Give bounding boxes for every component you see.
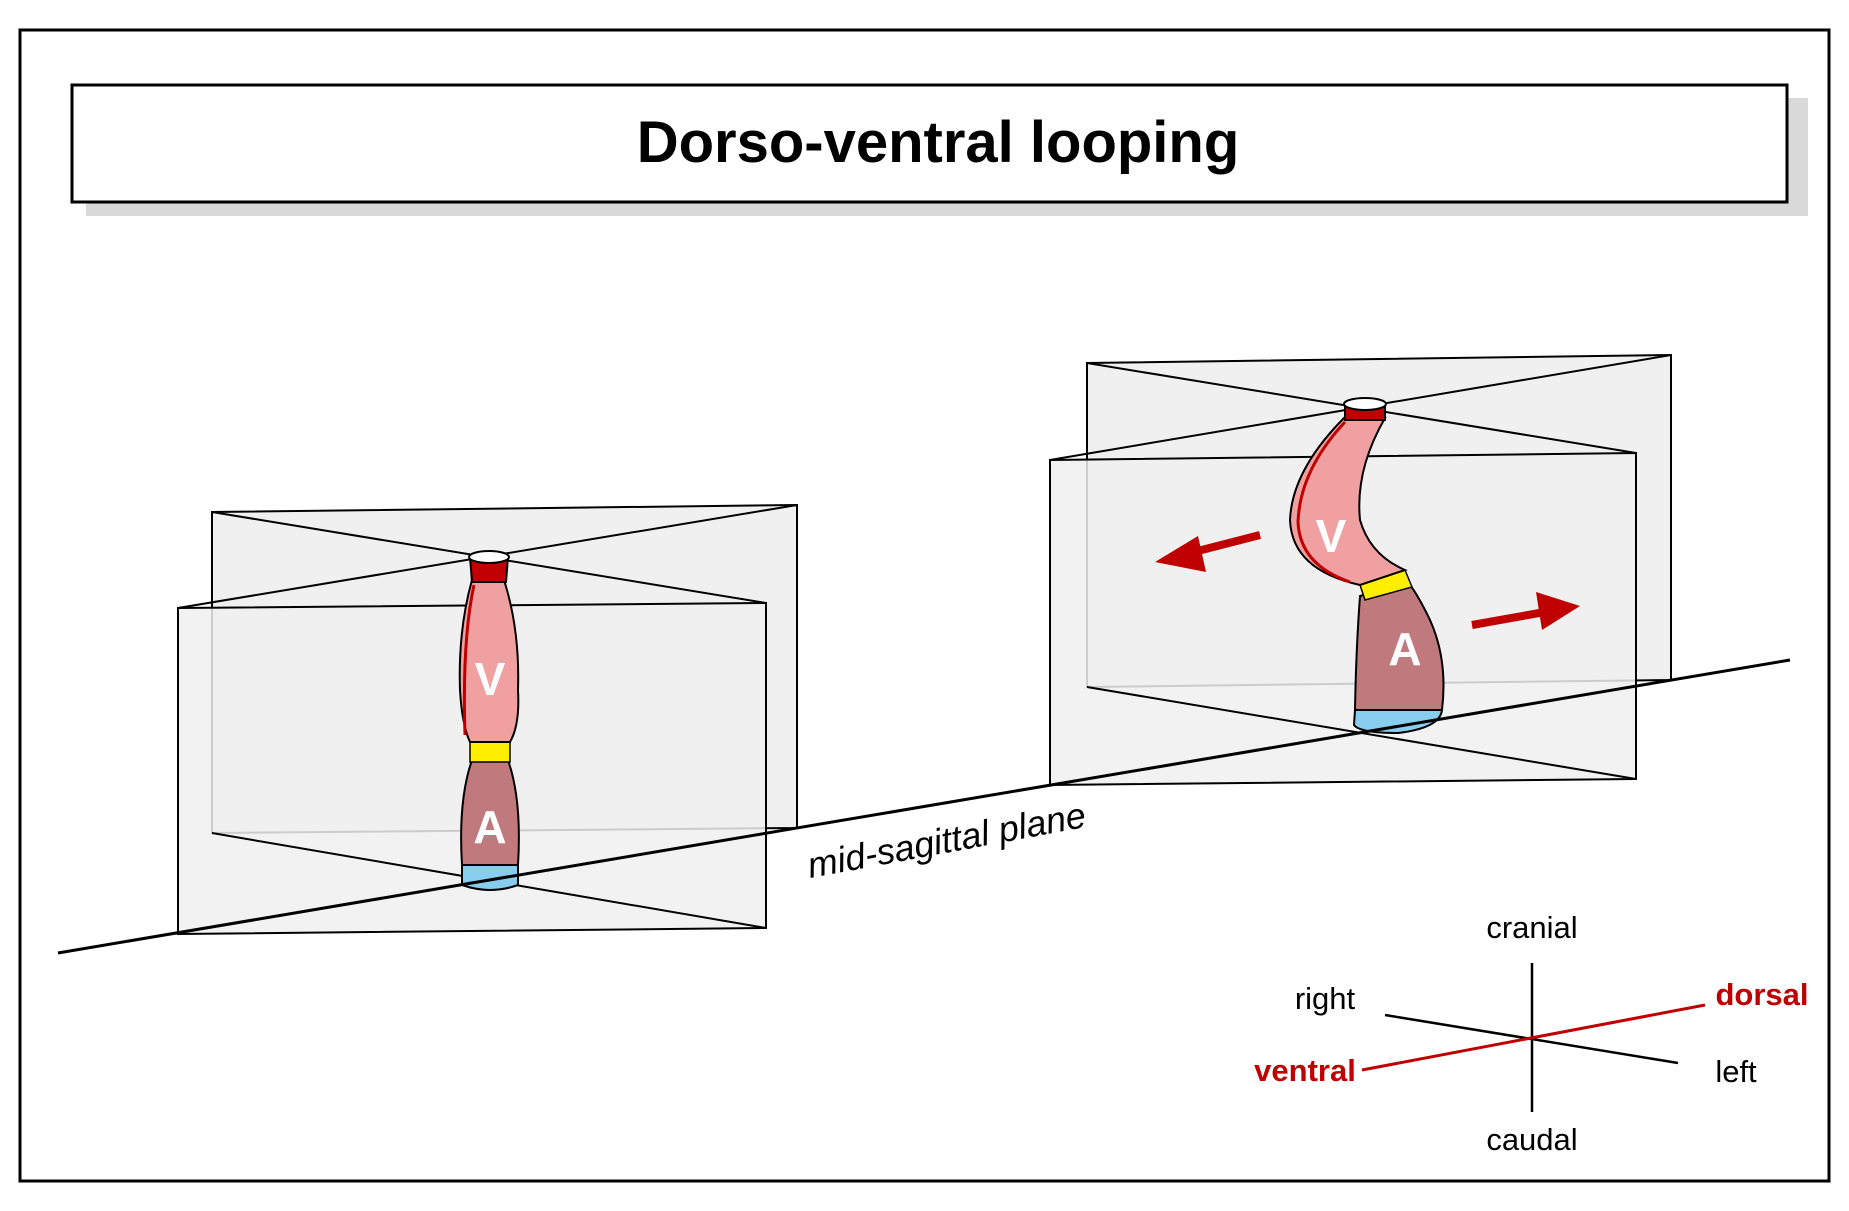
- right-outflow-opening: [1343, 397, 1387, 411]
- left-label: left: [1715, 1054, 1757, 1089]
- right-atrium-label: A: [1388, 623, 1421, 675]
- left-junction-ring: [469, 741, 511, 763]
- left-atrium-label: A: [473, 801, 506, 853]
- left-atrium-segment: [460, 759, 520, 866]
- right-heart-group: V A: [1049, 353, 1672, 787]
- right-ventricle-label: V: [1316, 510, 1347, 562]
- left-heart-group: V A: [177, 503, 798, 936]
- left-outflow-opening: [468, 550, 510, 564]
- mid-sagittal-line: [57, 658, 1791, 955]
- title-text: Dorso-ventral looping: [637, 110, 1240, 175]
- right-label: right: [1295, 981, 1356, 1016]
- cranial-label: cranial: [1486, 910, 1577, 945]
- left-arrow-icon: [1155, 531, 1261, 572]
- left-ventricle-edge-highlight: [462, 584, 476, 736]
- orientation-cross: cranial caudal right left dorsal ventral: [1254, 910, 1808, 1157]
- right-ventricle-edge-highlight: [1296, 420, 1351, 584]
- left-ventricle-label: V: [475, 653, 506, 705]
- ventral-label: ventral: [1254, 1053, 1356, 1088]
- caudal-label: caudal: [1486, 1122, 1577, 1157]
- ventral-dorsal-axis: [1361, 1003, 1706, 1072]
- right-atrium-segment: [1353, 580, 1445, 711]
- right-arrow-icon: [1471, 592, 1580, 630]
- dorsal-label: dorsal: [1715, 977, 1808, 1012]
- right-inflow-segment: [1352, 709, 1444, 735]
- title-box: [70, 83, 1789, 204]
- left-ventricle-segment: [458, 579, 520, 743]
